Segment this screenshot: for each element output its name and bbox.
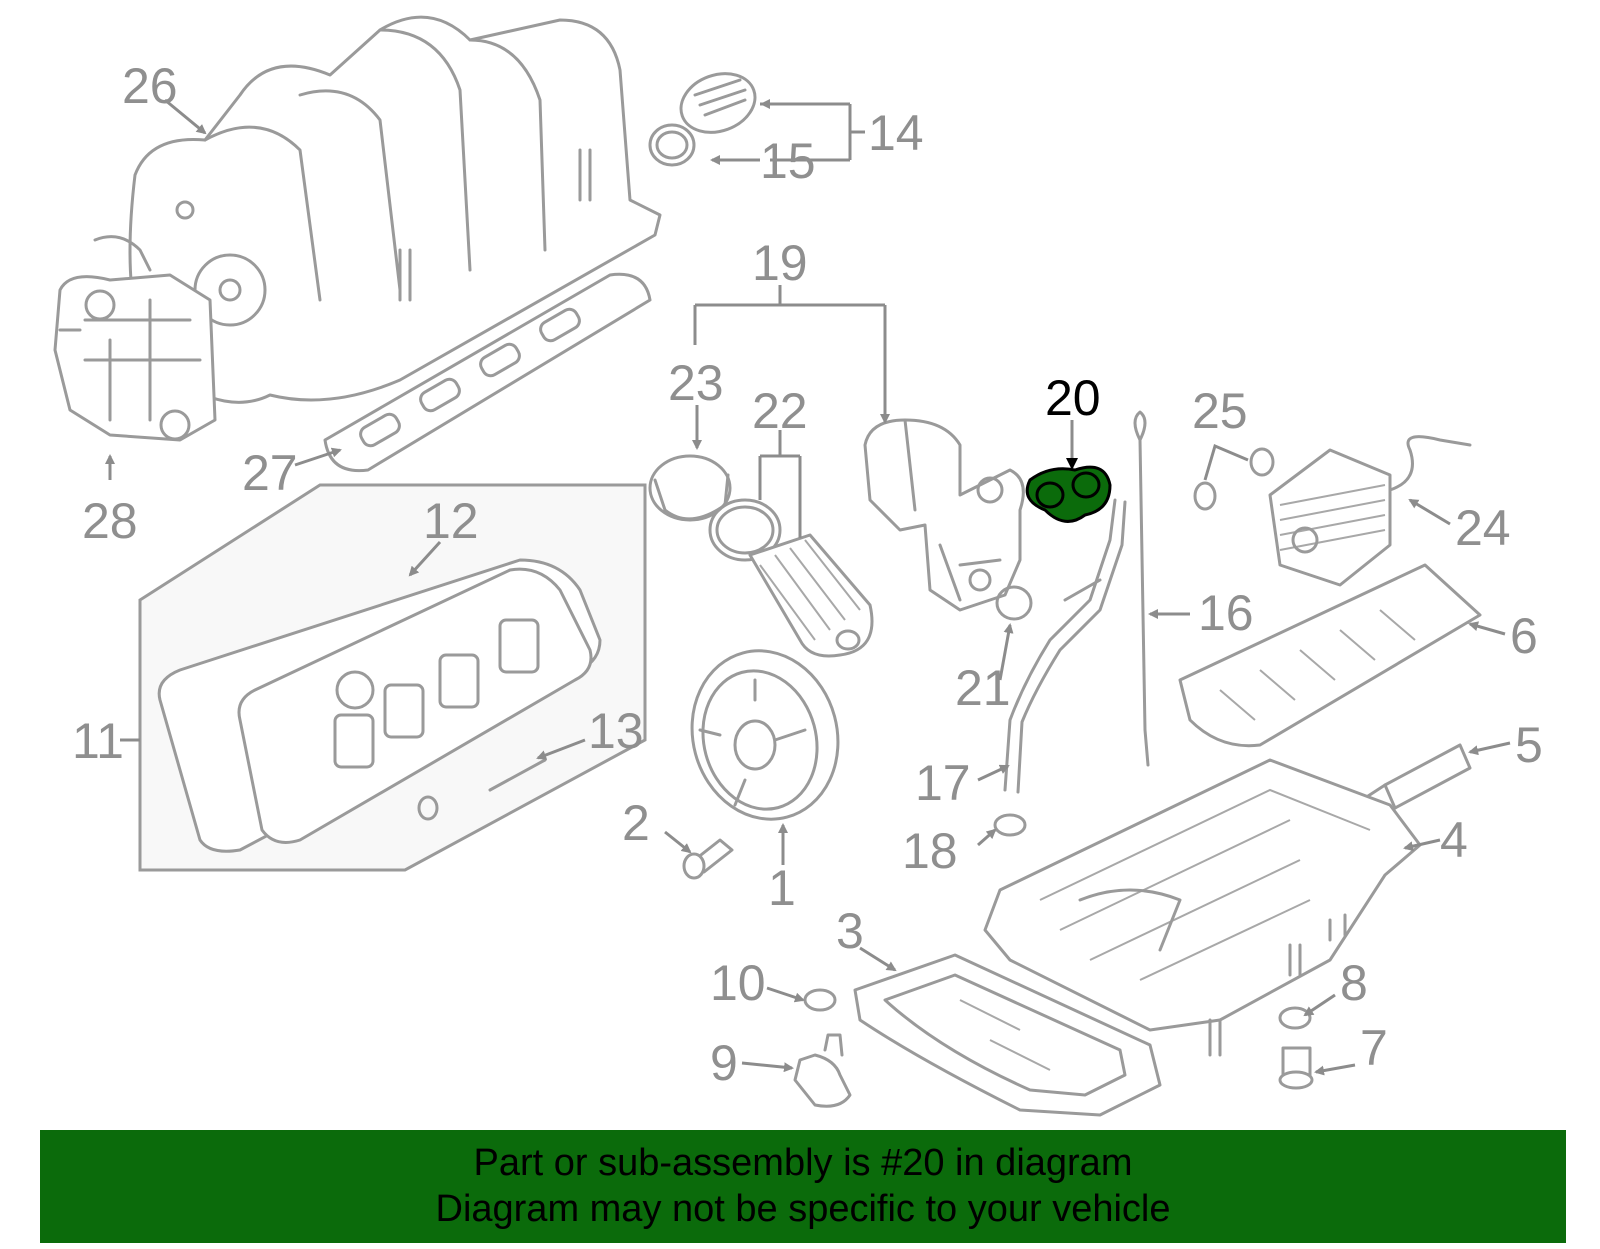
callout-7: 7 — [1360, 1020, 1388, 1076]
lower-oil-pan — [853, 953, 1162, 1117]
oil-filter-housing — [863, 418, 1025, 612]
callout-25: 25 — [1192, 383, 1248, 439]
oil-filter-parts — [648, 454, 874, 658]
dipstick-tube — [1003, 498, 1127, 794]
intake-gasket — [323, 272, 652, 473]
callout-22: 22 — [752, 383, 808, 439]
callout-2: 2 — [622, 795, 650, 851]
callout-26: 26 — [122, 58, 178, 114]
throttle-body — [53, 273, 217, 442]
washer-18 — [993, 813, 1027, 837]
banner-line-1: Part or sub-assembly is #20 in diagram — [473, 1142, 1133, 1184]
oil-baffle — [1178, 563, 1482, 748]
o-ring-21 — [995, 585, 1033, 621]
highlighted-gasket-20 — [1025, 465, 1112, 523]
callout-20: 20 — [1045, 370, 1101, 426]
callout-18: 18 — [902, 823, 958, 879]
callout-9: 9 — [710, 1035, 738, 1091]
callout-21: 21 — [955, 660, 1011, 716]
bolt-2 — [682, 838, 734, 880]
callout-1: 1 — [768, 860, 796, 916]
callout-6: 6 — [1510, 608, 1538, 664]
drain-plug-7 — [1278, 1046, 1314, 1090]
callout-23: 23 — [668, 355, 724, 411]
callout-17: 17 — [915, 755, 971, 811]
callout-12: 12 — [423, 493, 479, 549]
sensor-9 — [793, 1033, 852, 1108]
washer-8 — [1278, 1006, 1312, 1030]
callout-16: 16 — [1198, 585, 1254, 641]
callout-24: 24 — [1455, 500, 1511, 556]
callout-14: 14 — [868, 105, 924, 161]
callout-3: 3 — [836, 903, 864, 959]
callout-15: 15 — [760, 133, 816, 189]
o-ring-25b — [1249, 447, 1275, 477]
dipstick — [1133, 410, 1150, 767]
callout-19: 19 — [752, 235, 808, 291]
washer-10 — [803, 988, 837, 1012]
callout-10: 10 — [710, 955, 766, 1011]
callout-27: 27 — [242, 445, 298, 501]
oil-filler-cap — [648, 72, 757, 167]
info-banner: Part or sub-assembly is #20 in diagram D… — [40, 1130, 1566, 1243]
o-ring-25a — [1193, 481, 1217, 511]
callout-11: 11 — [72, 713, 124, 769]
callout-5: 5 — [1515, 717, 1543, 773]
leader-lines — [105, 98, 1511, 1076]
callout-28: 28 — [82, 493, 138, 549]
callout-4: 4 — [1440, 812, 1468, 868]
callout-8: 8 — [1340, 955, 1368, 1011]
upper-oil-pan — [983, 758, 1422, 1057]
oil-cooler — [1268, 435, 1472, 587]
crankshaft-pulley — [690, 649, 840, 821]
banner-line-2: Diagram may not be specific to your vehi… — [435, 1188, 1171, 1230]
callout-13: 13 — [588, 703, 644, 759]
valve-cover-box — [138, 483, 647, 872]
